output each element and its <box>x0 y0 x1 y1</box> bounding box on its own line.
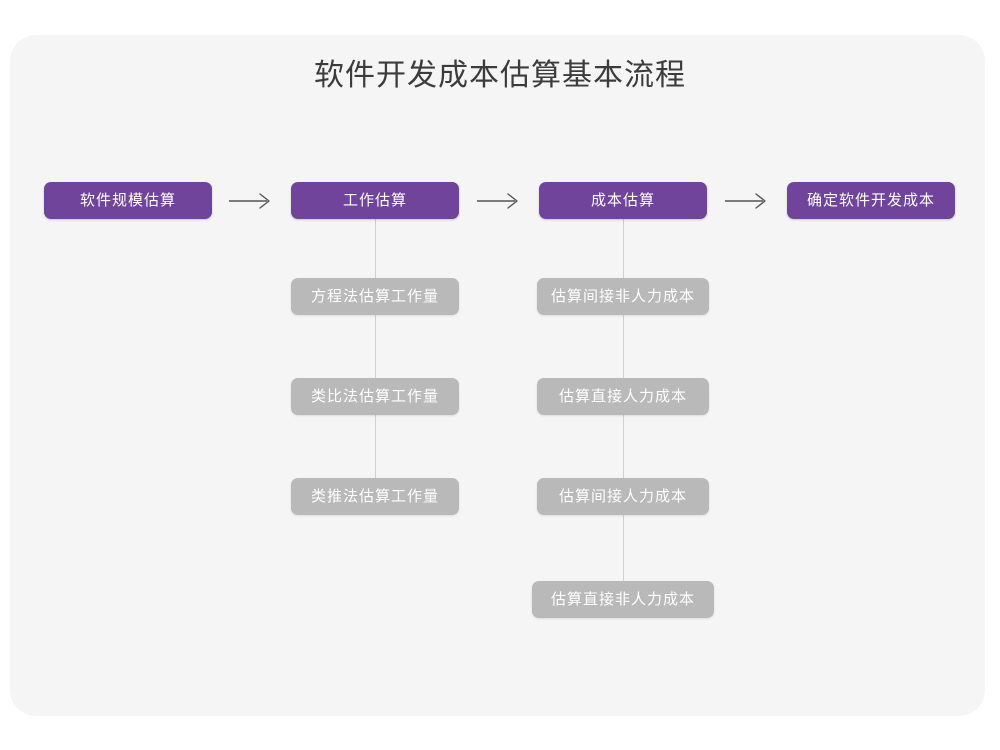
sub-item-inference-method-workload[interactable]: 类推法估算工作量 <box>291 478 459 515</box>
sub-item-label: 类推法估算工作量 <box>310 488 439 505</box>
sub-item-direct-labor-cost[interactable]: 估算直接人力成本 <box>537 378 709 415</box>
flow-step-label: 工作估算 <box>342 192 407 209</box>
connector-line-work-branch <box>375 219 376 498</box>
sub-item-label: 类比法估算工作量 <box>310 388 439 405</box>
flow-step-cost-estimation[interactable]: 成本估算 <box>539 182 707 219</box>
sub-item-analogy-method-workload[interactable]: 类比法估算工作量 <box>291 378 459 415</box>
sub-item-equation-method-workload[interactable]: 方程法估算工作量 <box>291 278 459 315</box>
page-title: 软件开发成本估算基本流程 <box>314 59 686 92</box>
flow-step-determine-development-cost[interactable]: 确定软件开发成本 <box>787 182 955 219</box>
sub-item-indirect-nonlabor-cost[interactable]: 估算间接非人力成本 <box>537 278 709 315</box>
sub-item-label: 估算直接非人力成本 <box>550 591 695 608</box>
flow-step-software-scale-estimation[interactable]: 软件规模估算 <box>44 182 212 219</box>
sub-item-label: 估算间接非人力成本 <box>550 288 695 305</box>
diagram-card <box>10 35 985 716</box>
sub-item-direct-nonlabor-cost[interactable]: 估算直接非人力成本 <box>532 581 714 618</box>
flow-arrow-2 <box>477 193 518 209</box>
flow-step-label: 确定软件开发成本 <box>806 192 935 209</box>
sub-item-label: 估算间接人力成本 <box>558 488 687 505</box>
sub-item-label: 方程法估算工作量 <box>310 288 439 305</box>
sub-item-indirect-labor-cost[interactable]: 估算间接人力成本 <box>537 478 709 515</box>
flow-step-label: 成本估算 <box>590 192 655 209</box>
flow-arrow-1 <box>229 193 270 209</box>
flow-arrow-3 <box>725 193 766 209</box>
sub-item-label: 估算直接人力成本 <box>558 388 687 405</box>
flow-step-label: 软件规模估算 <box>79 192 176 209</box>
flow-step-work-estimation[interactable]: 工作估算 <box>291 182 459 219</box>
